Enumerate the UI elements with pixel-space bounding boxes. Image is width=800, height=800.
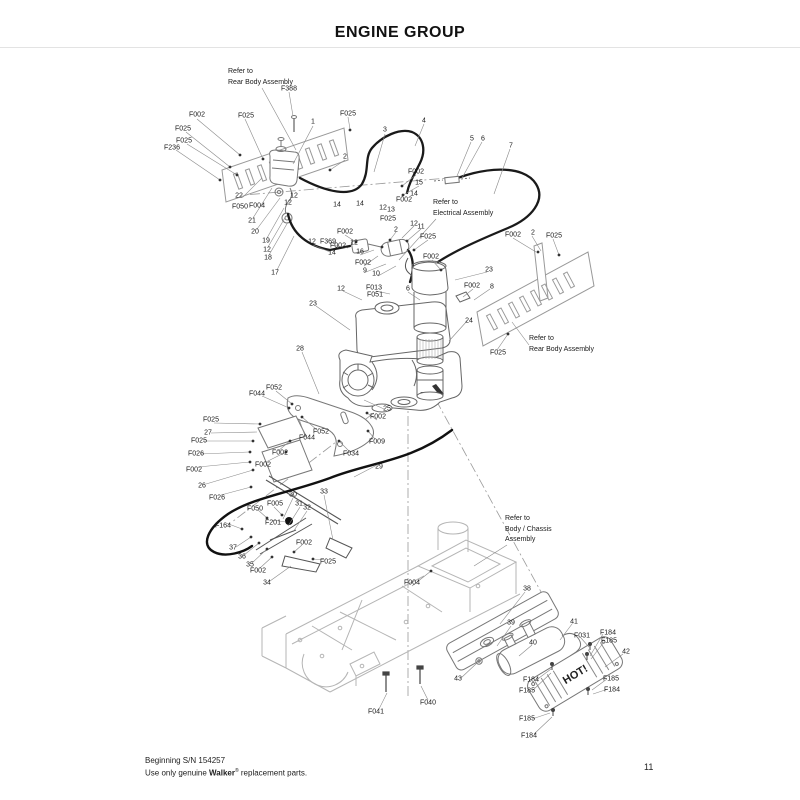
- hose-fitting: [433, 175, 471, 185]
- registered-mark: ®: [234, 768, 239, 774]
- tailpipe: [561, 632, 582, 657]
- footer-text: Use only genuine: [145, 768, 210, 778]
- heat-shield: HOT!: [527, 636, 623, 712]
- fuel-pump-and-filter: [350, 238, 410, 257]
- air-cleaner: [411, 260, 471, 401]
- page-number: 11: [644, 762, 654, 772]
- chassis-frame: [261, 521, 521, 693]
- throttle-cable: [205, 428, 454, 556]
- header-rule: [0, 47, 800, 48]
- muffler-group: HOT!: [382, 591, 623, 716]
- throttle-control: [255, 517, 353, 573]
- fuel-valve: [269, 115, 300, 224]
- footer-serial-line: Beginning S/N 154257: [145, 756, 226, 765]
- muffler: [496, 619, 566, 676]
- rear-body-panel-right: [476, 242, 595, 347]
- shield-screws: [550, 642, 592, 716]
- fuel-hoses: [286, 129, 541, 284]
- fastener-dots: [218, 128, 561, 573]
- page-title: ENGINE GROUP: [334, 24, 466, 41]
- footer-brand-line: Use only genuine Walker® replacement par…: [145, 766, 307, 779]
- footer-text-suffix: replacement parts.: [238, 768, 308, 778]
- washer-43: [475, 657, 483, 665]
- footer: Beginning S/N 154257 Use only genuine Wa…: [145, 755, 307, 779]
- mount-bolts: [382, 665, 424, 692]
- leader-lines: [175, 87, 624, 735]
- engine-mount-brackets: [257, 395, 374, 525]
- brand-name: Walker: [209, 768, 235, 778]
- air-filter-element: [416, 332, 444, 366]
